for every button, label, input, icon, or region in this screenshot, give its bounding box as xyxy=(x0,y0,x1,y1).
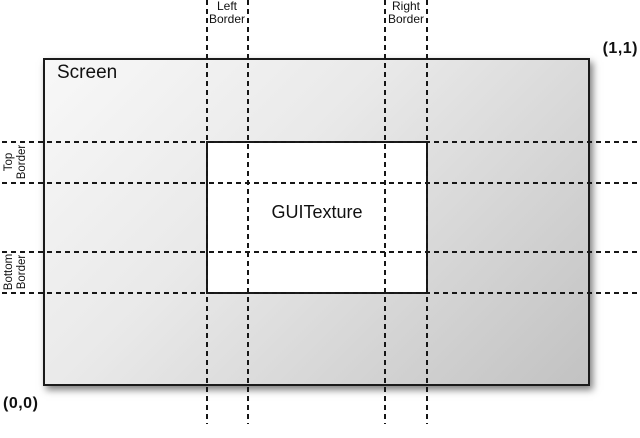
bottom-border-label: Bottom Border xyxy=(2,248,30,296)
right-border-label-line1: Right xyxy=(390,0,421,13)
bottom-border-label-line1: Bottom xyxy=(3,253,15,291)
right-border-label: Right Border xyxy=(366,0,446,25)
guitexture-label: GUITexture xyxy=(271,202,363,222)
top-border-label-line1: Top xyxy=(3,152,15,172)
left-border-guide-line-outer xyxy=(206,0,208,424)
coord-bottom-left: (0,0) xyxy=(3,395,39,412)
bottom-border-label-line2: Border xyxy=(16,254,28,290)
left-border-label: Left Border xyxy=(187,0,267,25)
right-border-guide-line-inner xyxy=(384,0,386,424)
left-border-label-line2: Border xyxy=(207,11,247,26)
top-border-label-line2: Border xyxy=(16,144,28,180)
coord-top-right: (1,1) xyxy=(602,40,638,57)
right-border-label-line2: Border xyxy=(386,11,426,26)
guitexture-rect xyxy=(206,141,428,294)
screen-label: Screen xyxy=(57,62,118,83)
bottom-border-guide-line-inner xyxy=(2,251,638,253)
guitexture-label-box: GUITexture xyxy=(206,141,428,294)
bottom-border-guide-line-outer xyxy=(2,292,638,294)
top-border-label: Top Border xyxy=(2,138,30,186)
right-border-guide-line-outer xyxy=(426,0,428,424)
left-border-label-line1: Left xyxy=(215,0,238,13)
top-border-guide-line-outer xyxy=(2,141,638,143)
left-border-guide-line-inner xyxy=(247,0,249,424)
top-border-guide-line-inner xyxy=(2,182,638,184)
